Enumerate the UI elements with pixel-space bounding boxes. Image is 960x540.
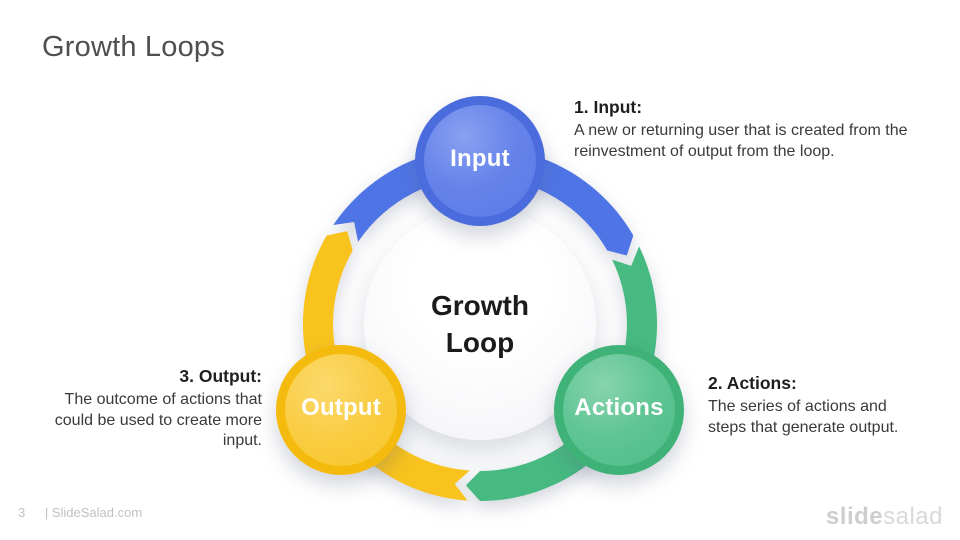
annotation-output-line: input. <box>222 432 262 449</box>
page-title: Growth Loops <box>42 31 225 63</box>
node-output-label: Output <box>301 394 381 421</box>
annotation-output-line: could be used to create more <box>54 411 262 429</box>
annotation-input-line: A new or returning user that is created … <box>574 122 908 139</box>
node-actions-fill <box>563 354 675 466</box>
logo-text-slide: slide <box>825 503 884 530</box>
arrow-input-to-actions <box>333 147 634 256</box>
node-output: Output <box>276 345 406 475</box>
slide-footer: 3 | SlideSalad.com <box>18 505 142 520</box>
node-actions: Actions <box>554 345 684 475</box>
annotation-output-heading: 3. Output: <box>179 366 262 386</box>
node-input-fill <box>424 105 536 217</box>
annotation-actions-line: steps that generate output. <box>708 418 899 436</box>
growth-loop-center-label: Growth Loop <box>431 287 529 361</box>
annotation-input-line: reinvestment of output from the loop. <box>574 142 835 160</box>
annotation-actions-heading: 2. Actions: <box>708 373 797 393</box>
node-actions-label: Actions <box>574 394 664 421</box>
annotation-output-line: The outcome of actions that <box>64 391 262 408</box>
center-label-line1: Growth <box>431 290 529 321</box>
annotation-output: 3. Output: The outcome of actions that c… <box>46 366 262 452</box>
node-input: Input <box>415 96 545 226</box>
slidesalad-logo: slidesalad <box>826 503 943 531</box>
node-output-fill <box>285 354 397 466</box>
logo-text-salad: salad <box>883 503 943 530</box>
page-number: 3 <box>18 505 26 520</box>
annotation-actions-line: The series of actions and <box>708 398 887 415</box>
node-input-label: Input <box>450 145 510 172</box>
annotation-input-heading: 1. Input: <box>574 97 643 117</box>
center-label-line2: Loop <box>445 327 515 358</box>
annotation-actions: 2. Actions: The series of actions and st… <box>708 373 898 438</box>
footer-site-link: | SlideSalad.com <box>44 505 143 520</box>
annotation-input: 1. Input: A new or returning user that i… <box>574 97 908 162</box>
